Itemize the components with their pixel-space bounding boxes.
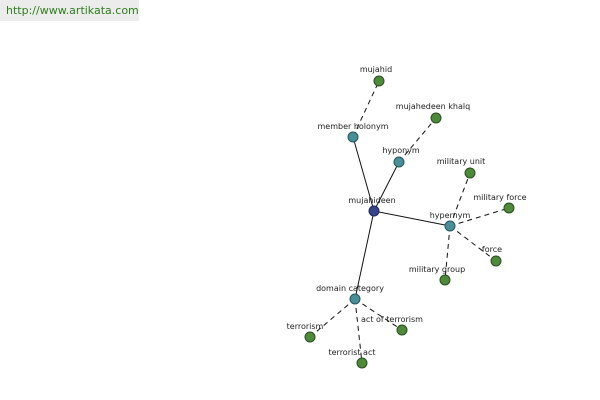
node-label-force[interactable]: force [482,245,502,254]
edge-domain-category-to-act-of-terrorism [354,298,403,331]
node-label-hyponym[interactable]: hyponym [382,146,420,155]
node-label-act-of-terrorism[interactable]: act of terrorism [361,315,423,324]
node-label-domain-category[interactable]: domain category [316,284,384,293]
edge-root-to-member-holonym [352,136,375,212]
edge-hyponym-to-mujahedeen-khalq [398,117,437,163]
node-label-member-holonym[interactable]: member holonym [317,122,388,131]
node-terrorist-act[interactable]: terrorist act [328,348,376,369]
node-label-military-unit[interactable]: military unit [437,157,486,166]
node-marker-military-group[interactable] [439,274,451,286]
node-label-mujahid[interactable]: mujahid [360,65,392,74]
node-label-hypernym[interactable]: hypernym [430,211,471,220]
node-mujahedeen-khalq[interactable]: mujahedeen khalq [396,102,470,124]
graph-edges [309,80,510,364]
graph-nodes: mujahideen member holonym mujahid hyponym mu… [287,65,527,369]
node-marker-military-force[interactable] [503,202,515,214]
node-marker-mujahedeen-khalq[interactable] [430,112,442,124]
edge-hypernym-to-military-group [444,225,451,281]
node-marker-military-unit[interactable] [464,167,476,179]
edge-member-holonym-to-mujahid [352,80,380,138]
node-domain-category[interactable]: domain category [316,284,384,305]
node-label-root[interactable]: mujahideen [348,196,395,205]
node-label-terrorism[interactable]: terrorism [287,322,324,331]
node-marker-root[interactable] [368,205,380,217]
node-hypernym[interactable]: hypernym [430,211,471,232]
node-marker-hypernym[interactable] [444,220,456,232]
node-marker-act-of-terrorism[interactable] [396,324,408,336]
node-label-mujahedeen-khalq[interactable]: mujahedeen khalq [396,102,470,111]
node-act-of-terrorism[interactable]: act of terrorism [361,315,423,336]
node-marker-terrorist-act[interactable] [356,357,368,369]
edge-hypernym-to-military-unit [449,172,471,227]
node-label-terrorist-act[interactable]: terrorist act [328,348,375,357]
node-military-unit[interactable]: military unit [437,157,486,179]
node-military-group[interactable]: military group [409,265,465,286]
edge-root-to-hypernym [373,210,451,227]
node-marker-terrorism[interactable] [304,331,316,343]
node-military-force[interactable]: military force [473,193,527,214]
node-force[interactable]: force [482,245,502,267]
edge-domain-category-to-terrorist-act [354,298,363,364]
node-marker-mujahid[interactable] [373,75,385,87]
node-member-holonym[interactable]: member holonym [317,122,389,143]
node-label-military-force[interactable]: military force [473,193,526,202]
node-marker-force[interactable] [490,255,502,267]
node-marker-member-holonym[interactable] [347,131,359,143]
node-marker-domain-category[interactable] [349,293,361,305]
edge-hypernym-to-military-force [449,207,510,227]
site-url[interactable]: http://www.artikata.com [0,0,139,21]
edge-domain-category-to-terrorism [309,298,356,338]
node-terrorism[interactable]: terrorism [287,322,324,343]
node-hyponym[interactable]: hyponym [382,146,420,168]
node-label-military-group[interactable]: military group [409,265,465,274]
edge-root-to-domain-category [354,210,375,300]
edge-hypernym-to-force [449,225,497,262]
node-root[interactable]: mujahideen [348,196,396,217]
node-marker-hyponym[interactable] [393,156,405,168]
node-mujahid[interactable]: mujahid [360,65,392,87]
edge-root-to-hyponym [373,161,400,212]
